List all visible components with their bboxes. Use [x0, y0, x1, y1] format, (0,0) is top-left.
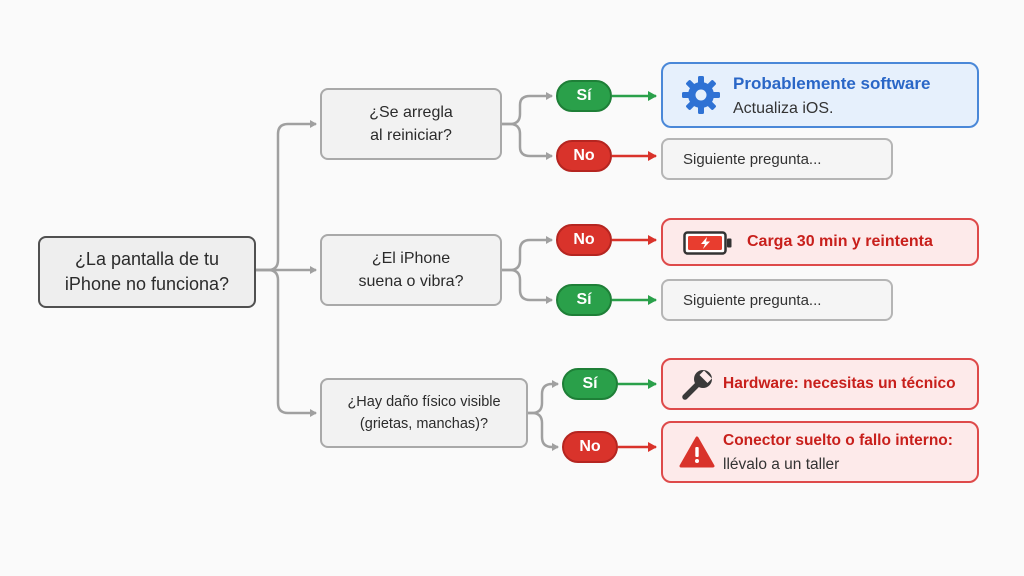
question-sound-line1: ¿El iPhone [371, 250, 451, 267]
answer-yes-pill: Sí [556, 80, 612, 112]
answer-yes-pill: Sí [556, 284, 612, 316]
connector-q2-yes [502, 268, 553, 304]
root-question-line1: ¿La pantalla de tu [74, 249, 220, 269]
result-next-question-text: Siguiente pregunta... [683, 291, 822, 309]
result-next-question: Siguiente pregunta... [661, 279, 893, 321]
connector-q1-no [502, 122, 553, 160]
result-connector: Conector suelto o fallo interno: llévalo… [661, 421, 979, 483]
answer-no-pill: No [556, 224, 612, 256]
question-damage: ¿Hay daño físico visible (grietas, manch… [320, 378, 528, 448]
answer-yes-pill: Sí [562, 368, 618, 400]
question-sound-line2: suena o vibra? [358, 273, 464, 290]
result-charge-text: Carga 30 min y reintenta [747, 233, 933, 250]
question-damage-line2: (grietas, manchas)? [359, 416, 489, 432]
question-damage-line1: ¿Hay daño físico visible [347, 394, 501, 410]
wrench-icon [682, 370, 712, 400]
connector-q3-yes [528, 380, 559, 415]
result-hardware-text: Hardware: necesitas un técnico [723, 375, 956, 392]
result-software: Probablemente software Actualiza iOS. [661, 62, 979, 128]
connector-q2-no [502, 236, 553, 272]
result-charge: Carga 30 min y reintenta [661, 218, 979, 266]
answer-no-pill: No [556, 140, 612, 172]
question-restart: ¿Se arregla al reiniciar? [320, 88, 502, 160]
result-software-subtitle: Actualiza iOS. [733, 100, 834, 117]
question-restart-line2: al reiniciar? [370, 127, 452, 144]
result-software-title: Probablemente software [733, 74, 931, 93]
answer-no-pill: No [562, 431, 618, 463]
result-connector-line2: llévalo a un taller [723, 456, 840, 473]
connector-q1-yes [502, 92, 553, 126]
battery-low-icon [683, 231, 732, 255]
question-restart-line1: ¿Se arregla [369, 104, 453, 121]
result-next-question: Siguiente pregunta... [661, 138, 893, 180]
connector-root-q1 [256, 120, 317, 272]
connector-q3-no [528, 411, 559, 451]
gear-icon [682, 76, 720, 114]
root-question-line2: iPhone no funciona? [64, 274, 230, 294]
connector-root-q3 [256, 268, 317, 417]
result-connector-line1: Conector suelto o fallo interno: [723, 432, 953, 449]
root-question: ¿La pantalla de tu iPhone no funciona? [38, 236, 256, 308]
result-next-question-text: Siguiente pregunta... [683, 150, 822, 168]
question-sound: ¿El iPhone suena o vibra? [320, 234, 502, 306]
warning-icon [679, 436, 715, 468]
result-hardware: Hardware: necesitas un técnico [661, 358, 979, 410]
